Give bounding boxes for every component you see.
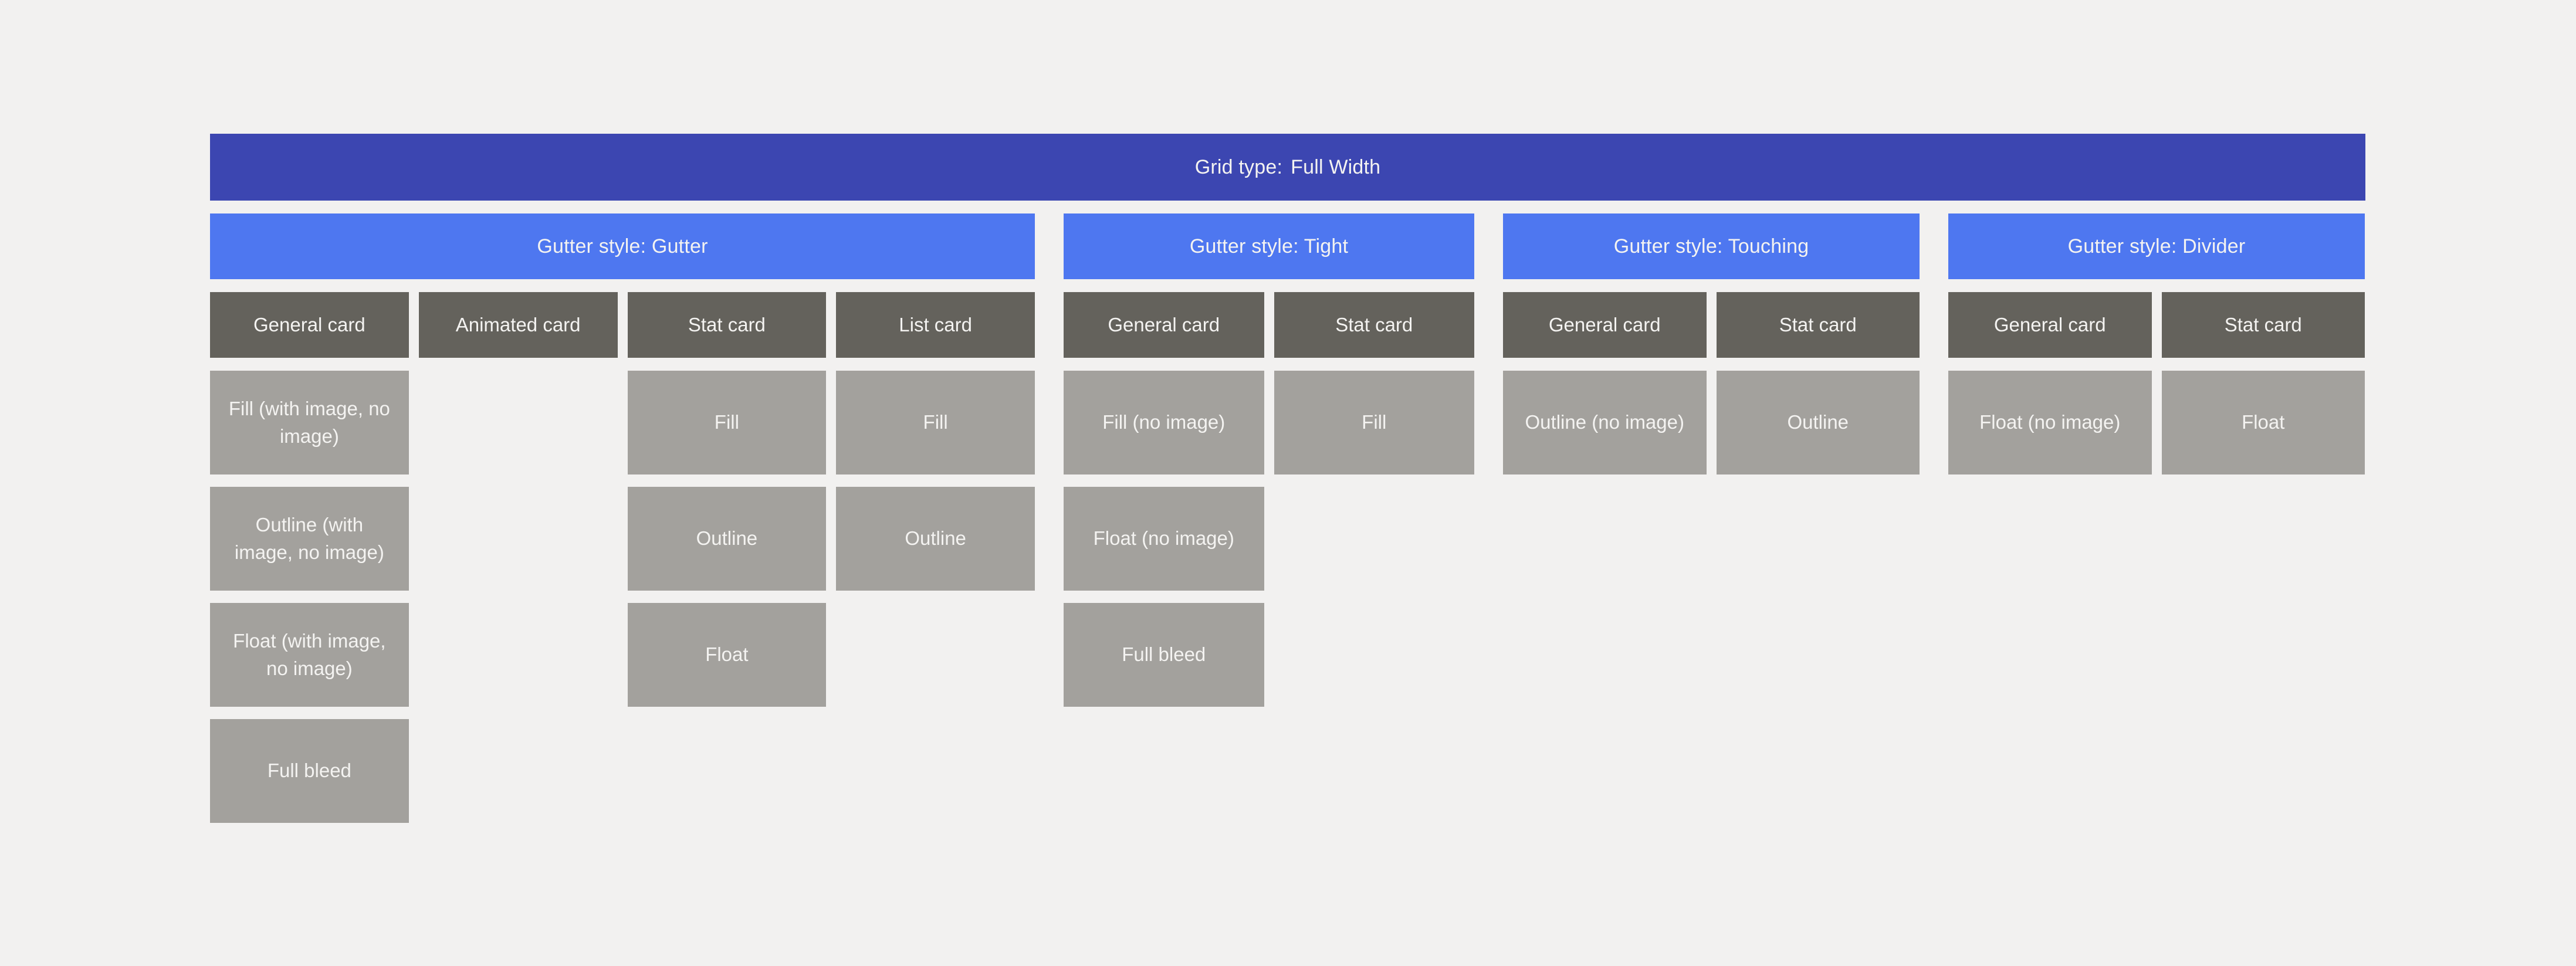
group-gutter: Gutter style: Gutter General card Fill (… [210,213,1035,835]
variant-card: Float [627,603,827,707]
card-type-header: General card [1503,292,1707,358]
grid-type-value: Full Width [1291,155,1381,178]
column-animated-card: Animated card [418,292,618,835]
card-type-header: List card [836,292,1035,358]
group-divider: Gutter style: Divider General card Float… [1948,213,2365,487]
card-type-header: General card [210,292,409,358]
column-general-card: General card Outline (no image) [1503,292,1707,487]
gutter-style-bar-divider: Gutter style: Divider [1948,213,2365,279]
variant-card: Outline (with image, no image) [210,487,409,591]
variant-card: Float (no image) [1948,371,2152,474]
card-type-header: Stat card [1716,292,1920,358]
group-tight: Gutter style: Tight General card Fill (n… [1064,213,1474,719]
variant-card: Outline [627,487,827,591]
variant-card: Outline [1716,371,1920,474]
grid-type-bar: Grid type: Full Width [210,134,2365,201]
card-type-header: Animated card [418,292,618,358]
variant-card: Float (no image) [1064,487,1264,591]
variant-card: Float [2161,371,2365,474]
column-general-card: General card Fill (with image, no image)… [210,292,409,835]
variant-card: Fill (with image, no image) [210,371,409,474]
gutter-style-bar-touching: Gutter style: Touching [1503,213,1920,279]
card-type-header: Stat card [1274,292,1474,358]
group-divider-columns: General card Float (no image) Stat card … [1948,292,2365,487]
variant-card: Fill [836,371,1035,474]
group-gutter-columns: General card Fill (with image, no image)… [210,292,1035,835]
card-type-header: Stat card [627,292,827,358]
variant-card: Outline [836,487,1035,591]
variant-card: Float (with image, no image) [210,603,409,707]
column-general-card: General card Float (no image) [1948,292,2152,487]
group-tight-columns: General card Fill (no image) Float (no i… [1064,292,1474,719]
card-type-header: General card [1064,292,1264,358]
grid-type-label: Grid type: [1194,155,1283,178]
variant-card: Outline (no image) [1503,371,1707,474]
column-general-card: General card Fill (no image) Float (no i… [1064,292,1264,719]
variant-card: Full bleed [1064,603,1264,707]
column-list-card: List card Fill Outline [836,292,1035,835]
gutter-style-bar-gutter: Gutter style: Gutter [210,213,1035,279]
variant-card: Fill [627,371,827,474]
card-type-header: Stat card [2161,292,2365,358]
column-stat-card: Stat card Float [2161,292,2365,487]
grid-style-diagram: Grid type: Full Width Gutter style: Gutt… [210,134,2365,835]
column-stat-card: Stat card Fill [1274,292,1474,719]
variant-card: Fill [1274,371,1474,474]
card-type-header: General card [1948,292,2152,358]
group-touching-columns: General card Outline (no image) Stat car… [1503,292,1920,487]
variant-card: Full bleed [210,719,409,823]
gutter-style-groups: Gutter style: Gutter General card Fill (… [210,213,2365,835]
column-stat-card: Stat card Outline [1716,292,1920,487]
group-touching: Gutter style: Touching General card Outl… [1503,213,1920,487]
column-stat-card: Stat card Fill Outline Float [627,292,827,835]
gutter-style-bar-tight: Gutter style: Tight [1064,213,1474,279]
variant-card: Fill (no image) [1064,371,1264,474]
